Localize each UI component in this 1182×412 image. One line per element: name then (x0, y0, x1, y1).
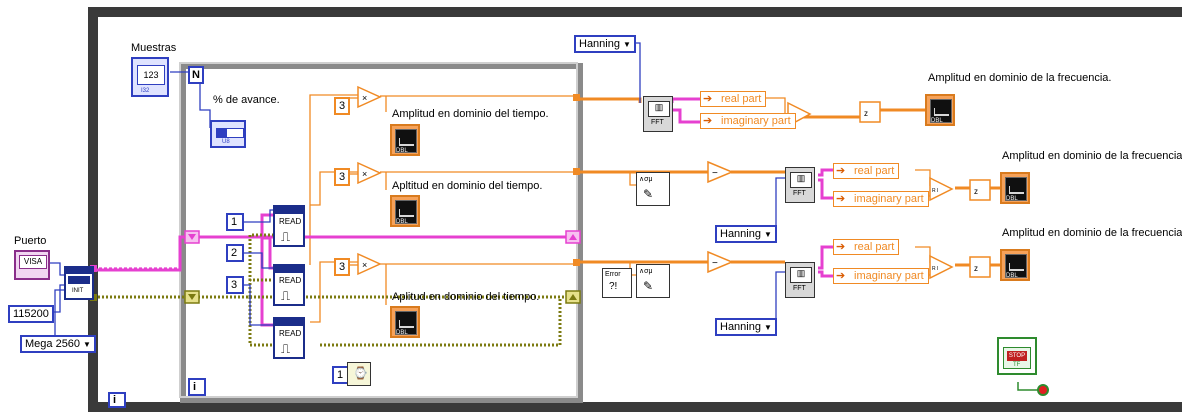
init-subvi-icon[interactable]: INIT (64, 266, 94, 300)
waveform-icon: ⎍ (281, 229, 291, 244)
amp-tiempo-label-1: Amplitud en dominio del tiempo. (392, 108, 549, 120)
waveform-icon: ⎍ (281, 288, 291, 303)
arrow-icon: ➔ (836, 241, 846, 253)
scale-constant-1[interactable]: 3 (334, 97, 351, 115)
scale-constant-2[interactable]: 3 (334, 168, 351, 186)
imaginary-part-output-1[interactable]: ➔imaginary part (700, 113, 796, 129)
read-subvi-3[interactable]: READ⎍ (273, 317, 305, 359)
amp-freq-label-2: Amplitud en dominio de la frecuencia (1002, 150, 1182, 162)
window-select-3[interactable]: Hanning▼ (715, 318, 777, 336)
u8-tag: U8 (222, 139, 230, 145)
loop-condition-terminal[interactable] (1037, 384, 1049, 396)
imaginary-part-output-2[interactable]: ➔imaginary part (833, 191, 929, 207)
waveform-icon: ⎍ (281, 341, 291, 356)
dropdown-arrow-icon: ▼ (763, 230, 772, 239)
graph-indicator-icon[interactable]: DBL (390, 306, 420, 338)
multiply-icon[interactable]: × (357, 252, 382, 276)
subtract-icon[interactable]: − (707, 250, 734, 274)
error-wires (94, 233, 575, 347)
arrow-icon: ➔ (836, 193, 846, 205)
fft-icon[interactable]: ▥ FFT (643, 96, 673, 132)
real-part-output-3[interactable]: ➔real part (833, 239, 900, 255)
numeric-wires (309, 94, 575, 323)
complex-magnitude-icon[interactable]: z (969, 179, 991, 201)
amp-tiempo-label-2: Apltitud en dominio del tiempo. (392, 180, 543, 192)
svg-text:R I: R I (932, 266, 938, 272)
svg-text:−: − (712, 168, 718, 179)
dropdown-arrow-icon: ▼ (622, 40, 631, 49)
svg-text:×: × (362, 169, 367, 179)
channel-constant-3[interactable]: 3 (226, 276, 244, 294)
arrow-icon: ➔ (836, 165, 846, 177)
multiply-icon[interactable]: × (357, 161, 382, 185)
fft-icon[interactable]: ▥ FFT (785, 167, 815, 203)
avance-label: % de avance. (213, 94, 280, 106)
n-terminal[interactable]: N (188, 66, 204, 84)
real-part-output-1[interactable]: ➔real part (700, 91, 767, 107)
visa-resource-control[interactable]: VISA (14, 250, 50, 280)
amp-tiempo-label-3: Aplitud en dominio del tiempo. (392, 291, 540, 303)
imaginary-part-output-3[interactable]: ➔imaginary part (833, 268, 929, 284)
while-loop-frame[interactable] (88, 7, 1182, 412)
statistics-subvi-icon[interactable]: ∧σμ ✎ (636, 264, 670, 298)
wait-ms-icon[interactable]: ⌚ (347, 362, 371, 386)
graph-indicator-icon[interactable]: DBL (925, 94, 955, 126)
svg-text:R I: R I (932, 188, 938, 194)
window-select-2[interactable]: Hanning▼ (715, 225, 777, 243)
scale-constant-3[interactable]: 3 (334, 258, 351, 276)
muestras-label: Muestras (131, 42, 177, 54)
svg-text:−: − (712, 258, 718, 269)
subtract-icon[interactable]: − (707, 160, 734, 184)
svg-text:z: z (974, 264, 978, 273)
svg-text:×: × (362, 93, 367, 103)
fft-icon[interactable]: ▥ FFT (785, 262, 815, 298)
channel-constant-1[interactable]: 1 (226, 213, 244, 231)
error-handler-icon[interactable]: Error ?! (602, 268, 632, 298)
graph-indicator-icon[interactable]: DBL (1000, 172, 1030, 204)
amp-freq-label-3: Amplitud en dominio de la frecuencia (1002, 227, 1182, 239)
avance-progress-indicator[interactable]: U8 (210, 120, 246, 148)
init-label: INIT (72, 288, 84, 294)
read-subvi-2[interactable]: READ⎍ (273, 264, 305, 306)
board-select[interactable]: Mega 2560▼ (20, 335, 96, 353)
multiply-icon[interactable]: × (357, 85, 382, 109)
real-part-output-2[interactable]: ➔real part (833, 163, 900, 179)
i32-tag: I32 (141, 88, 150, 94)
graph-indicator-icon[interactable]: DBL (1000, 249, 1030, 281)
complex-magnitude-icon[interactable]: z (969, 256, 991, 278)
re-im-to-complex-icon[interactable]: R I (929, 254, 954, 280)
baud-rate-constant[interactable]: 115200 (8, 305, 54, 323)
svg-text:z: z (974, 187, 978, 196)
complex-magnitude-icon[interactable]: z (859, 101, 881, 123)
svg-text:z: z (864, 109, 868, 118)
graph-indicator-icon[interactable]: DBL (390, 195, 420, 227)
arrow-icon: ➔ (836, 270, 846, 282)
muestras-numeric-control[interactable]: 123 I32 (131, 57, 169, 97)
stop-button-icon[interactable]: STOP TF (1003, 347, 1031, 369)
re-im-to-complex-icon[interactable]: R I (929, 176, 954, 202)
progress-bar-icon (216, 128, 244, 138)
channel-constant-2[interactable]: 2 (226, 244, 244, 262)
iteration-terminal-outer[interactable]: i (108, 392, 126, 408)
puerto-label: Puerto (14, 235, 47, 247)
arrow-icon: ➔ (703, 115, 713, 127)
iteration-terminal-inner[interactable]: i (188, 378, 206, 396)
window-select-1[interactable]: Hanning▼ (574, 35, 636, 53)
arrow-icon: ➔ (703, 93, 713, 105)
read-subvi-1[interactable]: READ⎍ (273, 205, 305, 247)
amp-freq-label-1: Amplitud en dominio de la frecuencia. (928, 72, 1112, 84)
statistics-subvi-icon[interactable]: ∧σμ ✎ (636, 172, 670, 206)
graph-indicator-icon[interactable]: DBL (390, 124, 420, 156)
dropdown-arrow-icon: ▼ (763, 323, 772, 332)
dropdown-arrow-icon: ▼ (83, 340, 91, 349)
svg-text:×: × (362, 260, 367, 270)
visa-icon: VISA (19, 255, 47, 269)
numeric-control-icon: 123 (137, 65, 165, 85)
